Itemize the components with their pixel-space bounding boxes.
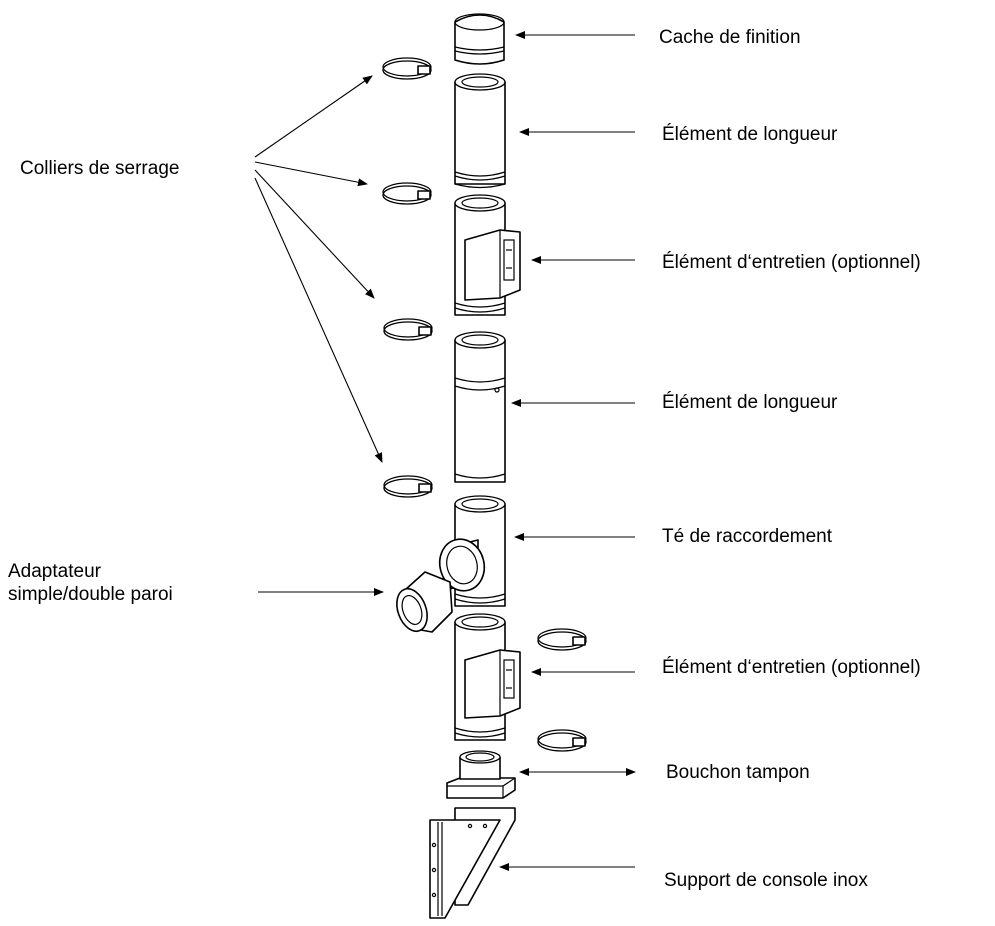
label-element-longueur-2: Élément de longueur (662, 392, 838, 413)
label-cache-de-finition: Cache de finition (659, 27, 801, 48)
label-element-entretien-2: Élément d‘entretien (optionnel) (662, 657, 921, 678)
collier-serrage-5 (537, 628, 587, 651)
element-longueur-1-part (454, 73, 506, 189)
label-element-entretien-1: Élément d‘entretien (optionnel) (662, 252, 921, 273)
label-support-console: Support de console inox (664, 870, 868, 891)
label-element-longueur-1: Élément de longueur (662, 124, 838, 145)
collier-serrage-2 (382, 182, 432, 205)
element-entretien-1-part (454, 194, 521, 316)
leader-arrows (254, 31, 635, 871)
collier-serrage-4 (383, 475, 433, 498)
support-console-part (429, 807, 516, 919)
label-te-raccordement: Té de raccordement (662, 526, 833, 547)
label-bouchon-tampon: Bouchon tampon (666, 762, 810, 783)
te-raccordement-part (438, 495, 506, 607)
adaptateur-part (396, 571, 453, 633)
collier-serrage-6 (537, 729, 587, 752)
label-colliers-serrage: Colliers de serrage (20, 158, 179, 179)
element-longueur-2-part (454, 331, 506, 483)
bouchon-tampon-part (446, 750, 516, 799)
collier-serrage-1 (382, 57, 432, 80)
label-adaptateur-line1: Adaptateur (8, 561, 102, 582)
element-entretien-2-part (454, 613, 521, 741)
collier-serrage-3 (383, 318, 433, 341)
cache-de-finition-part (454, 13, 505, 65)
label-adaptateur-line2: simple/double paroi (8, 584, 173, 605)
